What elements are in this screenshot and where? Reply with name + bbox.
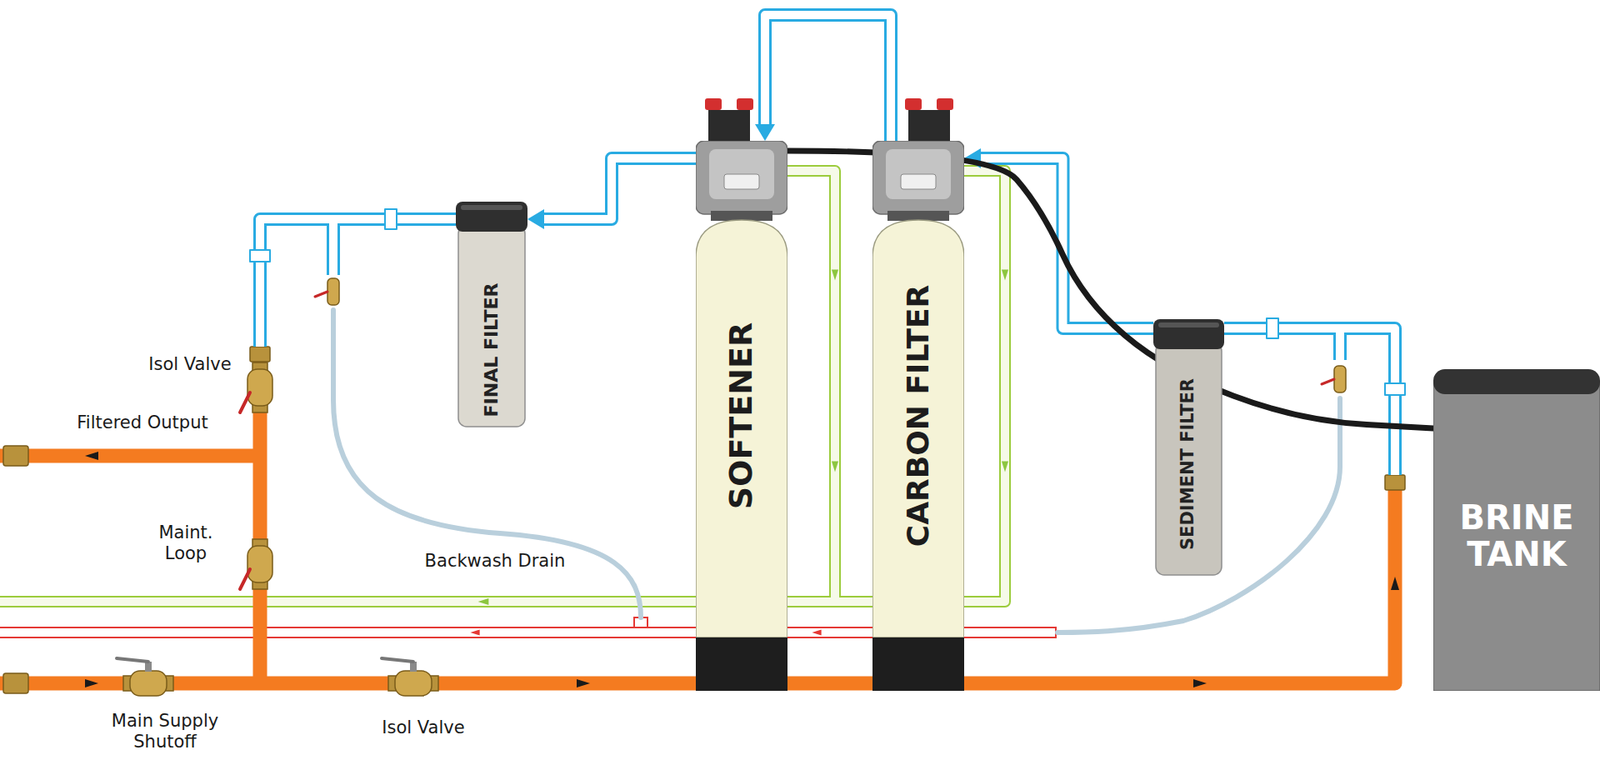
pipe-fitting-part <box>3 673 29 694</box>
control-head <box>695 140 788 215</box>
pipe-fitting-part <box>250 346 270 362</box>
control-head <box>872 140 965 215</box>
flow-arrow-part <box>831 461 839 473</box>
callout-label: Filtered Output <box>74 412 210 434</box>
ball-valve-part <box>240 362 273 413</box>
treated-pipe-part <box>260 219 1395 475</box>
tank-lid <box>1433 369 1600 395</box>
bypass-valve-part <box>936 98 954 110</box>
bypass-valve-part <box>905 98 922 110</box>
ball-valve-part <box>240 539 273 590</box>
ball-valve-part <box>315 278 340 305</box>
filter-housing: FINAL FILTER <box>455 201 528 429</box>
tank-body <box>1433 380 1600 691</box>
pipe-bore <box>765 15 891 141</box>
pipe-bore <box>540 158 696 220</box>
tank-body <box>872 220 965 638</box>
tank-neck <box>710 210 773 221</box>
treated-pipe-part <box>1385 383 1405 395</box>
pipe-fitting-part <box>3 445 29 466</box>
treatment-tank: CARBON FILTER <box>872 140 965 691</box>
backwash-drain-line-part <box>0 170 1005 602</box>
tank-neck <box>887 210 950 221</box>
filter-housing: SEDIMENT FILTER <box>1153 319 1225 577</box>
arrowhead <box>527 209 545 230</box>
callout-label: Main Supply Shutoff <box>95 710 235 753</box>
bypass-valve <box>705 98 954 141</box>
water-pipe <box>527 158 696 230</box>
pipe-bore <box>977 158 1154 329</box>
treatment-tank: SOFTENER <box>695 140 788 691</box>
callout-label: Isol Valve <box>379 717 467 739</box>
pipe-wall <box>765 15 891 141</box>
brine-tank: BRINE TANK <box>1433 369 1600 691</box>
control-panel <box>709 149 775 200</box>
water-pipe <box>755 15 891 141</box>
pipe-fitting-part <box>1385 475 1405 490</box>
node-label: SEDIMENT FILTER <box>1178 378 1198 550</box>
flow-arrow-part <box>478 598 490 605</box>
flow-arrow-part <box>85 451 99 460</box>
filter-housing <box>458 225 525 427</box>
drain-line-part <box>470 630 480 636</box>
tank-body <box>695 220 788 638</box>
ball-valve-part <box>1321 365 1346 393</box>
control-panel <box>885 149 951 200</box>
flow-arrow-part <box>1390 576 1400 590</box>
tank-base <box>872 637 965 691</box>
treated-pipe-part <box>250 250 270 262</box>
node-label: BRINE TANK <box>1445 499 1588 573</box>
ball-valve-part <box>381 658 439 696</box>
water-pipe <box>964 148 1154 329</box>
flow-arrow-part <box>85 679 99 688</box>
control-display <box>900 174 936 190</box>
pipe-wall <box>540 158 696 220</box>
drain-line-part <box>811 630 821 636</box>
tank-base <box>695 637 788 691</box>
treated-pipe-part <box>260 219 1395 475</box>
filter-cap <box>1153 319 1225 350</box>
treated-pipe <box>250 209 1405 475</box>
flow-arrow-part <box>831 270 839 281</box>
flow-arrow-part <box>576 679 590 688</box>
flow-arrow-part <box>1001 270 1009 281</box>
arrowhead <box>755 124 775 141</box>
treated-pipe-part <box>1266 318 1279 339</box>
ball-valve-part <box>116 658 174 696</box>
node-label: SOFTENER <box>724 322 760 510</box>
treated-pipe-part <box>385 209 397 230</box>
filter-housing <box>1155 342 1222 575</box>
bypass-valve-part <box>736 98 754 110</box>
bypass-valve-part <box>705 98 722 110</box>
callout-label: Backwash Drain <box>422 550 569 572</box>
flow-arrow-part <box>1001 461 1009 473</box>
node-label: CARBON FILTER <box>901 285 935 548</box>
backwash-drain-line-part <box>0 170 1005 602</box>
node-label: FINAL FILTER <box>481 283 502 418</box>
bypass-valve-part <box>708 110 750 141</box>
callout-label: Isol Valve <box>145 354 234 375</box>
bypass-valve-part <box>908 110 950 141</box>
flow-arrow-part <box>1193 679 1207 688</box>
control-display <box>724 174 760 190</box>
filter-cap-highlight <box>1158 322 1220 328</box>
filter-cap-highlight <box>460 205 523 210</box>
backwash-drain-line <box>0 170 1005 602</box>
filter-cap <box>455 201 528 232</box>
pipe-wall <box>977 158 1154 329</box>
callout-label: Maint. Loop <box>150 522 222 565</box>
